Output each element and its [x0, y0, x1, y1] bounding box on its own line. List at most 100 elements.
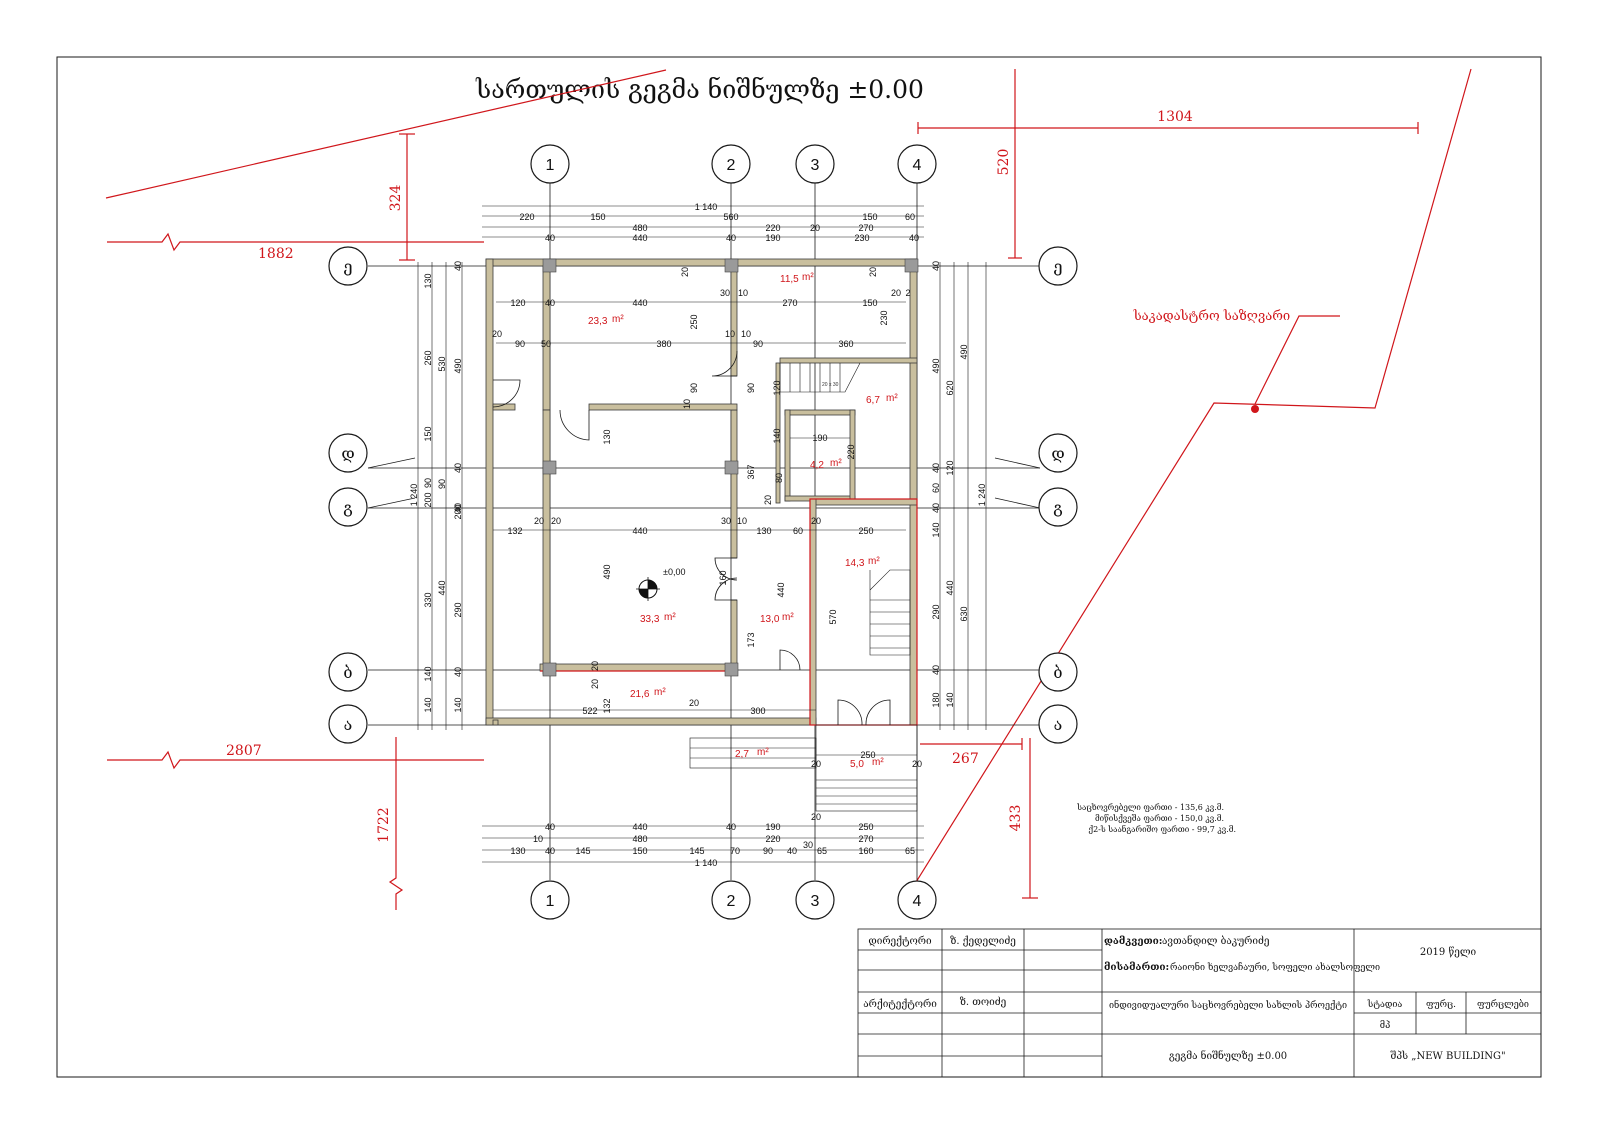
dimension-label: 40	[909, 233, 919, 243]
dimension-label: 80	[774, 473, 784, 483]
dimension-label: 290	[931, 604, 941, 619]
dimension-label: 130	[602, 429, 612, 444]
dimension-label: m²	[802, 272, 814, 283]
dimension-label: m²	[886, 393, 898, 404]
dimension-label: 140	[945, 692, 955, 707]
dimension-label: 480	[632, 834, 647, 844]
dimension-label: 120	[772, 380, 782, 395]
dimension-label: 130	[756, 526, 771, 536]
dimension-label: 120	[510, 298, 525, 308]
dimension-label: 140	[931, 522, 941, 537]
inner-dimensions: 120 40 440 270 150 20 2 20 90 50 380 90 …	[492, 267, 922, 822]
dimension-label: 132	[602, 698, 612, 713]
sheet-frame	[56, 56, 1542, 1078]
tb-stage-value: მპ	[1380, 1020, 1390, 1031]
dimension-label: 380	[656, 339, 671, 349]
level-marker-icon	[636, 577, 660, 601]
dimension-label: 270	[858, 834, 873, 844]
dimension-label: 60	[931, 483, 941, 493]
dimension-label: 1 240	[977, 484, 987, 507]
tb-stage-header: სტადია	[1367, 999, 1403, 1010]
doors	[492, 350, 891, 726]
dimension-label: 522	[582, 706, 597, 716]
room-area-8: 21,6	[630, 689, 650, 700]
dimension-label: 620	[945, 380, 955, 395]
dimension-label: 20	[590, 661, 600, 671]
dimension-label: 90	[515, 339, 525, 349]
dimension-label: 40	[931, 665, 941, 675]
dimension-label: 250	[860, 750, 875, 760]
columns	[542, 258, 919, 677]
dimension-label: 230	[879, 310, 889, 325]
dimension-label: 250	[858, 822, 873, 832]
tb-client-label: დამკვეთი:	[1104, 935, 1162, 947]
dimension-label: 150	[632, 846, 647, 856]
dimension-label: 140	[453, 697, 463, 712]
dimension-label: 20	[811, 516, 821, 526]
dimension-label: 40	[453, 463, 463, 473]
dimension-label: 65	[905, 846, 915, 856]
dimension-label: 20	[763, 495, 773, 505]
dimension-label: 40	[453, 667, 463, 677]
dimension-label: 90	[753, 339, 763, 349]
dimension-label: 120	[945, 460, 955, 475]
title-block	[857, 928, 1542, 1078]
axis-label-3-bottom: 3	[811, 893, 820, 910]
dimension-label: 230	[854, 233, 869, 243]
bottom-dimensions: 40 440 40 190 250 10 480 220 270 30 130 …	[510, 822, 915, 868]
dimension-label: 440	[776, 582, 786, 597]
dimension-label: 40	[931, 261, 941, 271]
dimension-label: 220	[519, 212, 534, 222]
dimension-label: 530	[437, 356, 447, 371]
tb-address-value: რაიონი ხელვაჩაური, სოფელი ახალსოფელი	[1170, 961, 1380, 973]
site-dim-1722: 1722	[376, 807, 392, 843]
dimension-label: 10	[741, 329, 751, 339]
room-area-units: m² m² m² m² m² m² m² m² m² m²	[612, 272, 898, 768]
room-area-5: 33,3	[640, 614, 660, 625]
axis-label-d-left: დ	[341, 444, 354, 463]
dimension-label: 250	[858, 526, 873, 536]
dimension-label: 20	[891, 288, 901, 298]
tb-project: ინდივიდუალური საცხოვრებელი სახლის პროექტ…	[1109, 999, 1347, 1011]
dimension-label: 2	[905, 288, 910, 298]
dimension-label: 150	[862, 298, 877, 308]
dimension-label: 490	[453, 358, 463, 373]
tb-company: შპს „NEW BUILDING"	[1390, 1051, 1505, 1062]
axis-label-g-right: გ	[1053, 498, 1062, 517]
dimension-label: 367	[746, 464, 756, 479]
tb-client-value: ავთანდილ ბაკურიძე	[1162, 935, 1270, 947]
dimension-label: 50	[541, 339, 551, 349]
level-mark: ±0,00	[663, 567, 685, 577]
axis-label-a-right: ა	[1054, 715, 1063, 734]
dimension-label: 40	[545, 822, 555, 832]
dimension-label: 490	[959, 344, 969, 359]
dimension-label: 20	[868, 267, 878, 277]
dimension-label: 40	[931, 463, 941, 473]
dimension-label: 20	[534, 516, 544, 526]
dimension-label: 440	[632, 233, 647, 243]
dimension-label: 200	[423, 492, 433, 507]
dimension-label: საცხოვრებელი ფართი - 135,6 კვ.მ.	[1076, 803, 1224, 812]
dimension-label: 180	[931, 692, 941, 707]
dimension-label: 130	[423, 273, 433, 288]
dimension-label: 40	[545, 233, 555, 243]
right-dimensions: 40 490 40 60 40 140 290 40 180 620 120 4…	[931, 261, 987, 708]
axis-bubbles	[328, 144, 1078, 920]
dimension-label: 150	[590, 212, 605, 222]
dimension-label: 570	[828, 609, 838, 624]
dimension-label: 220	[846, 444, 856, 459]
dimension-label: 150	[423, 426, 433, 441]
dimension-label: ქ2-ს საანგარიშო ფართი - 99,7 კვ.მ.	[1088, 825, 1236, 834]
axis-label-a-left: ა	[344, 715, 353, 734]
tb-director-name: ზ. ქედელიძე	[950, 936, 1016, 947]
dimension-label: 150	[862, 212, 877, 222]
axis-label-d-right: დ	[1051, 444, 1064, 463]
dimension-label: 90	[423, 478, 433, 488]
dimension-label: 220	[765, 223, 780, 233]
dimension-label: 330	[423, 592, 433, 607]
dimension-label: m²	[868, 556, 880, 567]
dimension-label: m²	[872, 757, 884, 768]
dimension-label: 140	[772, 428, 782, 443]
dimension-label: 20	[912, 759, 922, 769]
